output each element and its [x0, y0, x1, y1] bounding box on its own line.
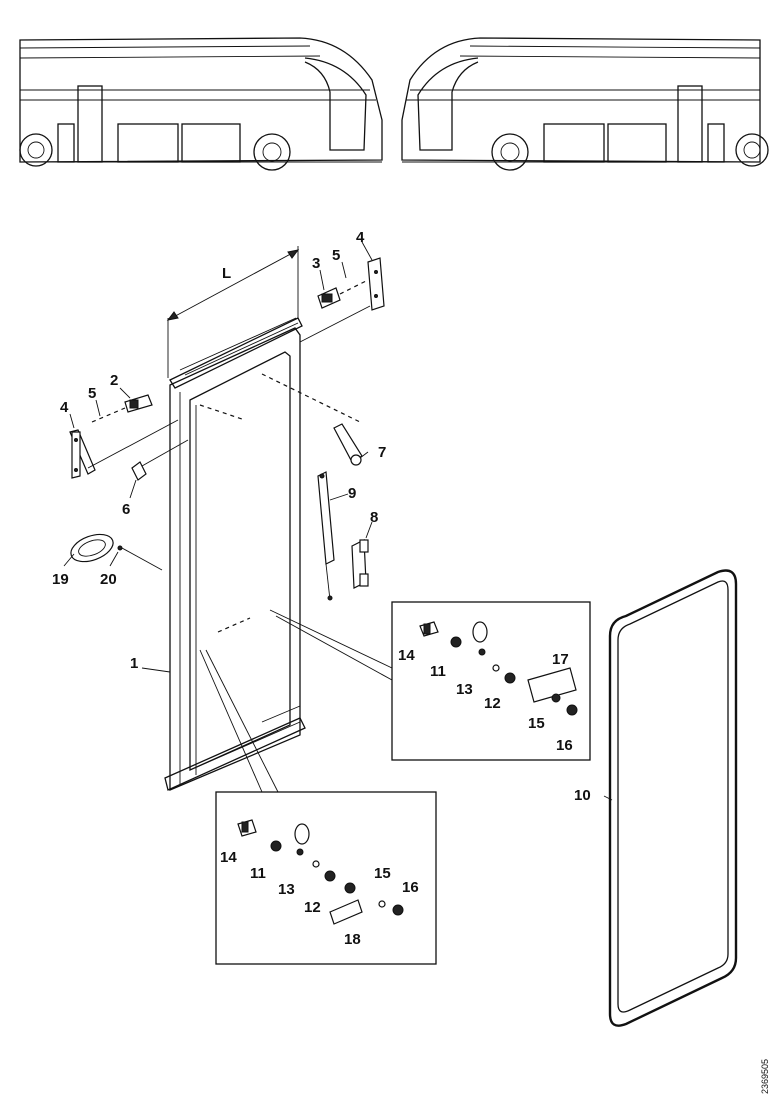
callout-1: 1 [130, 655, 138, 672]
hinge-right-top [299, 257, 385, 343]
door-frame [164, 317, 306, 791]
callout-11-right-box: 11 [430, 663, 446, 680]
leader-lines [63, 241, 613, 801]
coach-silhouette-left [19, 37, 383, 171]
callout-2: 2 [110, 372, 118, 389]
hinge-left [69, 394, 179, 479]
callout-5-left: 5 [88, 385, 96, 402]
callout-10: 10 [574, 787, 591, 804]
detail-box-lower [199, 649, 437, 965]
alignment-line [261, 373, 361, 423]
callout-11-lower-box: 11 [250, 865, 266, 882]
alignment-line [217, 617, 251, 633]
alignment-line [199, 404, 246, 421]
callout-4-left: 4 [60, 399, 69, 416]
callout-3: 3 [312, 255, 320, 272]
callout-14-right-box: 14 [398, 647, 415, 664]
dimension-label: L [222, 265, 231, 282]
document-number: 2369505 [760, 1059, 770, 1094]
callout-7: 7 [378, 444, 386, 461]
callout-14-lower-box: 14 [220, 849, 237, 866]
callout-6: 6 [122, 501, 130, 518]
gas-strut-assembly [317, 423, 369, 601]
callout-20: 20 [100, 571, 117, 588]
callout-16-right-box: 16 [556, 737, 573, 754]
callout-8: 8 [370, 509, 378, 526]
callout-18-lower-box: 18 [344, 931, 361, 948]
callout-19: 19 [52, 571, 69, 588]
coach-silhouette-right [401, 37, 769, 171]
callout-16-lower-box: 16 [402, 879, 419, 896]
callout-15-lower-box: 15 [374, 865, 391, 882]
callout-4-right: 4 [356, 229, 365, 246]
door-seal [608, 569, 738, 1027]
bracket-part-6 [131, 439, 189, 481]
callout-5-right: 5 [332, 247, 340, 264]
callout-17-right-box: 17 [552, 651, 569, 668]
callout-13-right-box: 13 [456, 681, 473, 698]
callout-13-lower-box: 13 [278, 881, 295, 898]
callout-9: 9 [348, 485, 356, 502]
dimension-l: L [166, 246, 300, 378]
callout-12-right-box: 12 [484, 695, 501, 712]
callout-12-lower-box: 12 [304, 899, 321, 916]
callout-15-right-box: 15 [528, 715, 545, 732]
detail-box-right [269, 601, 591, 761]
handle-parts [70, 533, 163, 571]
